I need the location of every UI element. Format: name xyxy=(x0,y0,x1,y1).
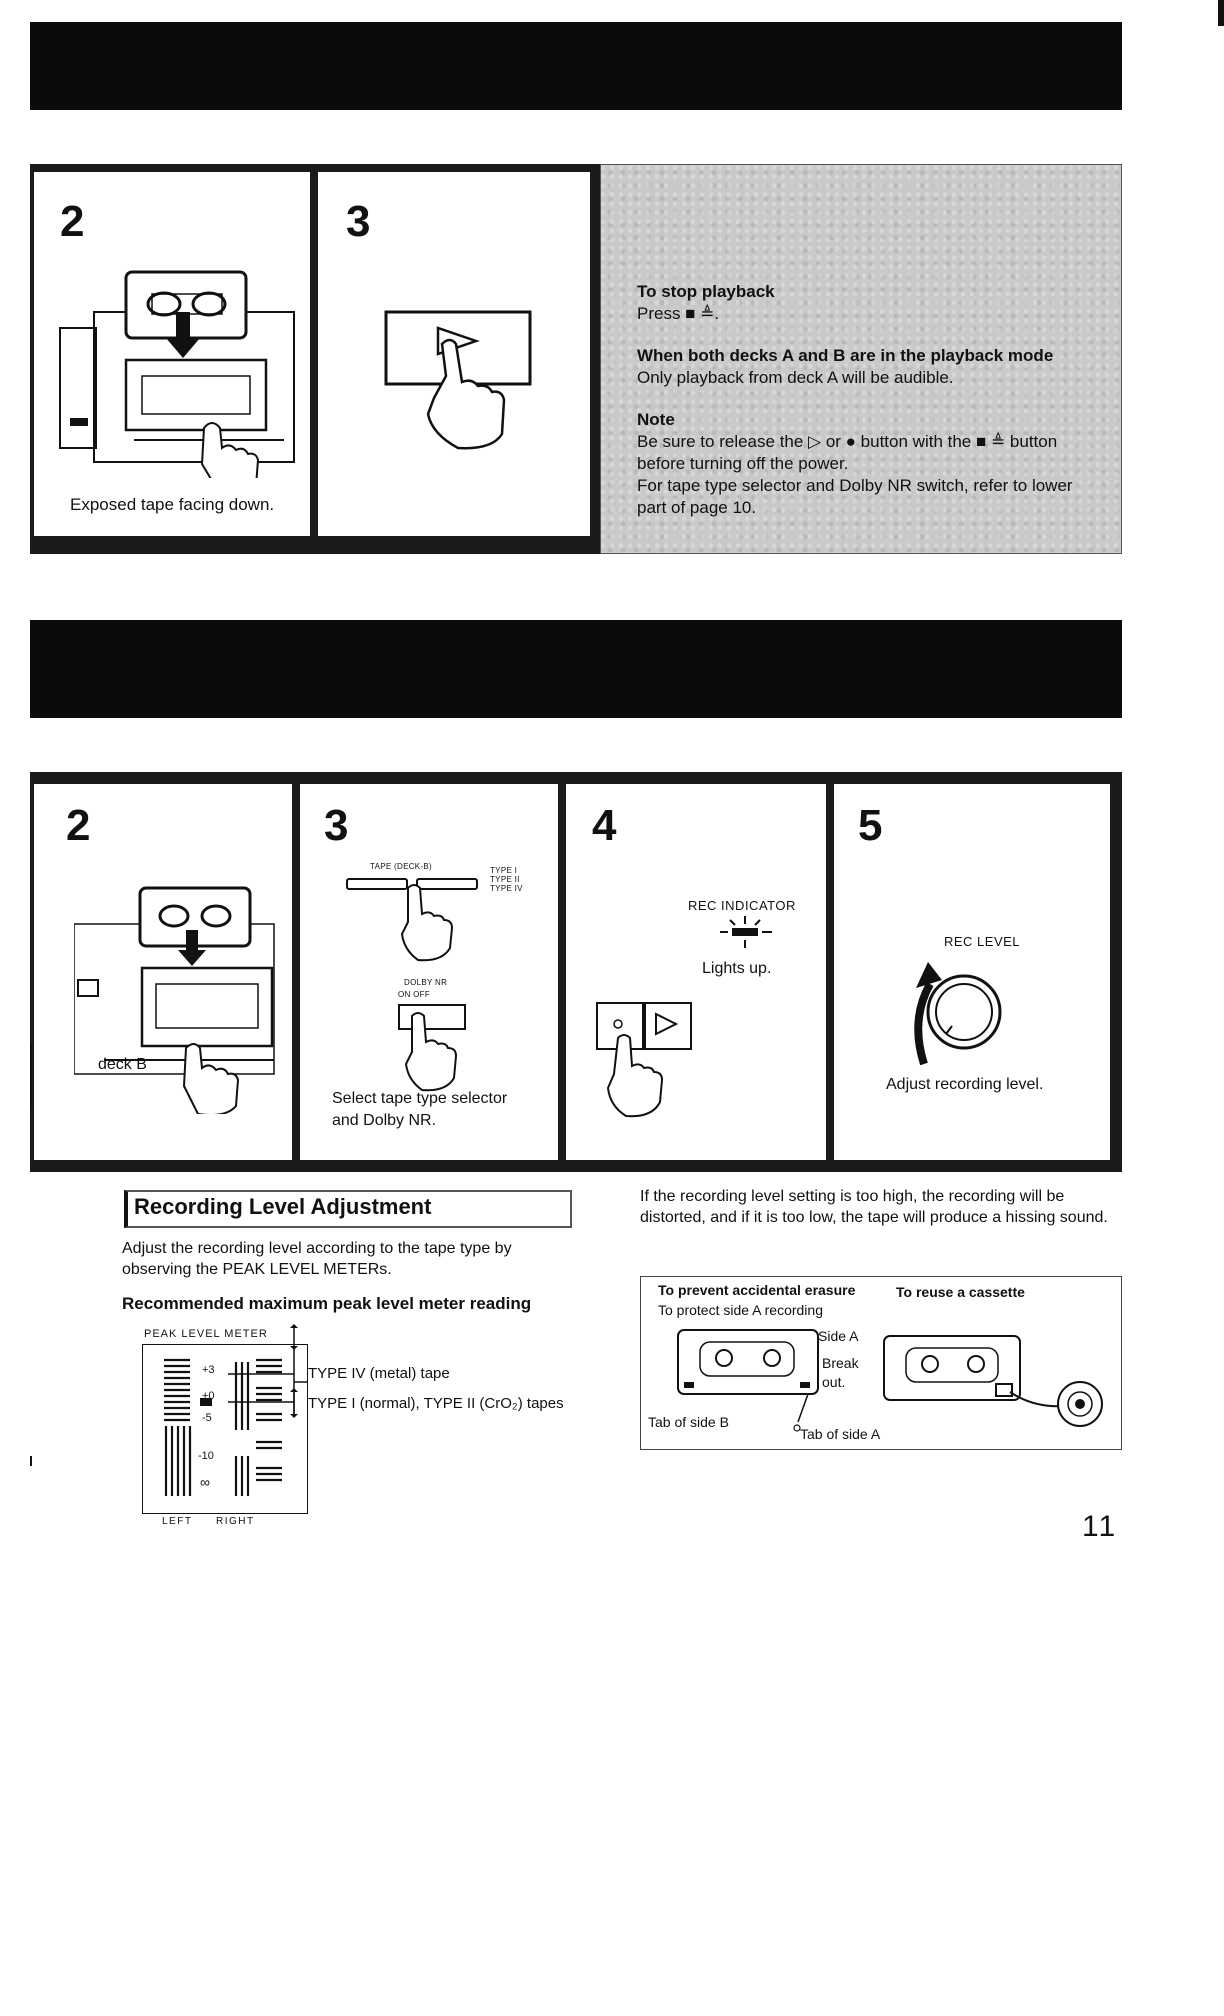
rec-level-label: REC LEVEL xyxy=(944,934,1020,949)
meter-scale-mark: ∞ xyxy=(200,1474,210,1490)
step-number: 2 xyxy=(66,804,90,848)
level-warning-text: If the recording level setting is too hi… xyxy=(640,1186,1110,1228)
playback-step2-panel: 2 Exposed tape facing down. xyxy=(34,172,310,536)
reuse-title: To reuse a cassette xyxy=(896,1284,1025,1300)
meter-scale-mark: -10 xyxy=(198,1450,214,1462)
screwdriver-icon xyxy=(792,1392,812,1432)
tape-type-label: TYPE I xyxy=(490,866,517,875)
cassette-tab-illustration xyxy=(672,1326,822,1400)
arrow-icon xyxy=(288,1324,300,1420)
tape-selector-label: TAPE (DECK-B) xyxy=(370,862,432,871)
page-number: 11 xyxy=(1082,1510,1117,1544)
dolby-nr-options: ON OFF xyxy=(398,990,430,999)
meter-right-label: RIGHT xyxy=(216,1516,255,1527)
dolby-nr-label: DOLBY NR xyxy=(404,978,447,987)
protect-text: To protect side A recording xyxy=(658,1302,823,1318)
note-heading: Note xyxy=(637,409,1087,431)
pressing-hand-icon xyxy=(396,884,456,964)
note-text: Be sure to release the ▷ or ● button wit… xyxy=(637,431,1087,475)
type-i-ii-label: TYPE I (normal), TYPE II (CrO₂) tapes xyxy=(308,1395,564,1412)
step-number: 3 xyxy=(324,804,348,848)
pressing-hand-icon xyxy=(604,1034,674,1124)
note-text: For tape type selector and Dolby NR swit… xyxy=(637,475,1087,519)
prevent-title: To prevent accidental erasure xyxy=(658,1282,855,1298)
adjustment-intro: Adjust the recording level according to … xyxy=(122,1238,572,1280)
meter-scale-mark: +0 xyxy=(202,1390,215,1402)
step-number: 3 xyxy=(346,200,370,244)
step-caption: Adjust recording level. xyxy=(886,1074,1043,1096)
recording-step2-panel: 2 deck B xyxy=(34,784,292,1160)
rec-indicator-light-icon xyxy=(716,914,776,950)
play-button-press-illustration xyxy=(378,302,548,472)
playback-step3-panel: 3 xyxy=(318,172,590,536)
section-header-band-recording xyxy=(30,620,1122,718)
margin-mark xyxy=(30,1456,32,1466)
deck-b-insert-illustration xyxy=(74,884,284,1114)
section-title: Recording Level Adjustment xyxy=(134,1194,431,1220)
side-a-label: Side A xyxy=(818,1328,858,1344)
tape-type-label: TYPE IV xyxy=(490,884,523,893)
tape-type-label: TYPE II xyxy=(490,875,520,884)
deck-insert-illustration xyxy=(54,268,304,478)
recommended-heading: Recommended maximum peak level meter rea… xyxy=(122,1294,531,1314)
tab-b-label: Tab of side B xyxy=(648,1414,729,1430)
type-iv-label: TYPE IV (metal) tape xyxy=(308,1365,450,1382)
rec-level-knob-icon xyxy=(894,954,1014,1074)
step-number: 5 xyxy=(858,804,882,848)
pressing-hand-icon xyxy=(400,1012,460,1096)
meter-scale-mark: +3 xyxy=(202,1364,215,1376)
rec-circle-icon xyxy=(610,1016,626,1032)
note-heading: To stop playback xyxy=(637,281,1087,303)
recording-step4-panel: 4 REC INDICATOR Lights up. xyxy=(566,784,826,1160)
tab-a-label: Tab of side A xyxy=(800,1426,880,1442)
recording-step3-panel: 3 TAPE (DECK-B) TYPE I TYPE II TYPE IV D… xyxy=(300,784,558,1160)
note-text: Only playback from deck A will be audibl… xyxy=(637,367,1087,389)
step-caption: Select tape type selector and Dolby NR. xyxy=(332,1088,532,1132)
meter-scale-mark: -5 xyxy=(202,1412,212,1424)
step-caption: deck B xyxy=(98,1054,147,1076)
play-triangle-icon xyxy=(652,1012,680,1036)
note-heading: When both decks A and B are in the playb… xyxy=(637,345,1087,367)
note-text: Press ■ ≜. xyxy=(637,303,1087,325)
break-out-label: Break out. xyxy=(822,1354,870,1392)
meter-left-label: LEFT xyxy=(162,1516,192,1527)
recording-step5-panel: 5 REC LEVEL Adjust recording level. xyxy=(834,784,1110,1160)
playback-notes-panel: To stop playback Press ■ ≜. When both de… xyxy=(600,164,1122,554)
section-header-band-playback xyxy=(30,22,1122,110)
step-number: 2 xyxy=(60,200,84,244)
margin-mark xyxy=(30,1044,32,1106)
step-caption: Exposed tape facing down. xyxy=(70,494,274,516)
step-caption: Lights up. xyxy=(702,958,771,980)
cassette-reuse-illustration xyxy=(880,1322,1110,1432)
margin-mark xyxy=(1218,0,1224,26)
step-number: 4 xyxy=(592,804,616,848)
rec-indicator-label: REC INDICATOR xyxy=(688,898,796,913)
